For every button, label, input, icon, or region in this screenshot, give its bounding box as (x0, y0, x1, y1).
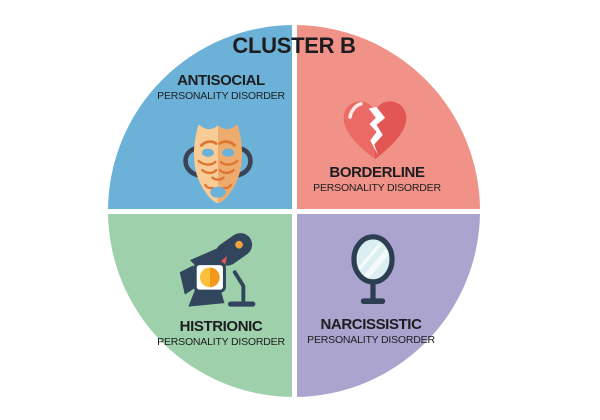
broken-heart-icon (336, 91, 414, 165)
quadrant-sublabel-borderline: PERSONALITY DISORDER (313, 181, 441, 194)
quadrant-sublabel-antisocial: PERSONALITY DISORDER (157, 89, 285, 102)
quadrant-sublabel-histrionic: PERSONALITY DISORDER (157, 335, 285, 348)
movie-spotlight-icon (178, 229, 264, 312)
cluster-circle (108, 25, 480, 397)
label-block-antisocial: ANTISOCIAL PERSONALITY DISORDER (121, 73, 321, 102)
label-block-histrionic: HISTRIONIC PERSONALITY DISORDER (121, 319, 321, 348)
quadrant-sublabel-narcissistic: PERSONALITY DISORDER (307, 333, 435, 346)
theater-mask-icon (172, 113, 264, 209)
quadrant-label-histrionic: HISTRIONIC (179, 318, 263, 335)
hand-mirror-icon (347, 234, 399, 309)
quadrant-label-antisocial: ANTISOCIAL (177, 72, 265, 89)
diagram-title: CLUSTER B (232, 33, 356, 58)
quadrant-label-narcissistic: NARCISSISTIC (320, 316, 422, 333)
label-block-borderline: BORDERLINE PERSONALITY DISORDER (277, 165, 477, 194)
label-block-narcissistic: NARCISSISTIC PERSONALITY DISORDER (271, 317, 471, 346)
quadrant-label-borderline: BORDERLINE (329, 164, 425, 181)
